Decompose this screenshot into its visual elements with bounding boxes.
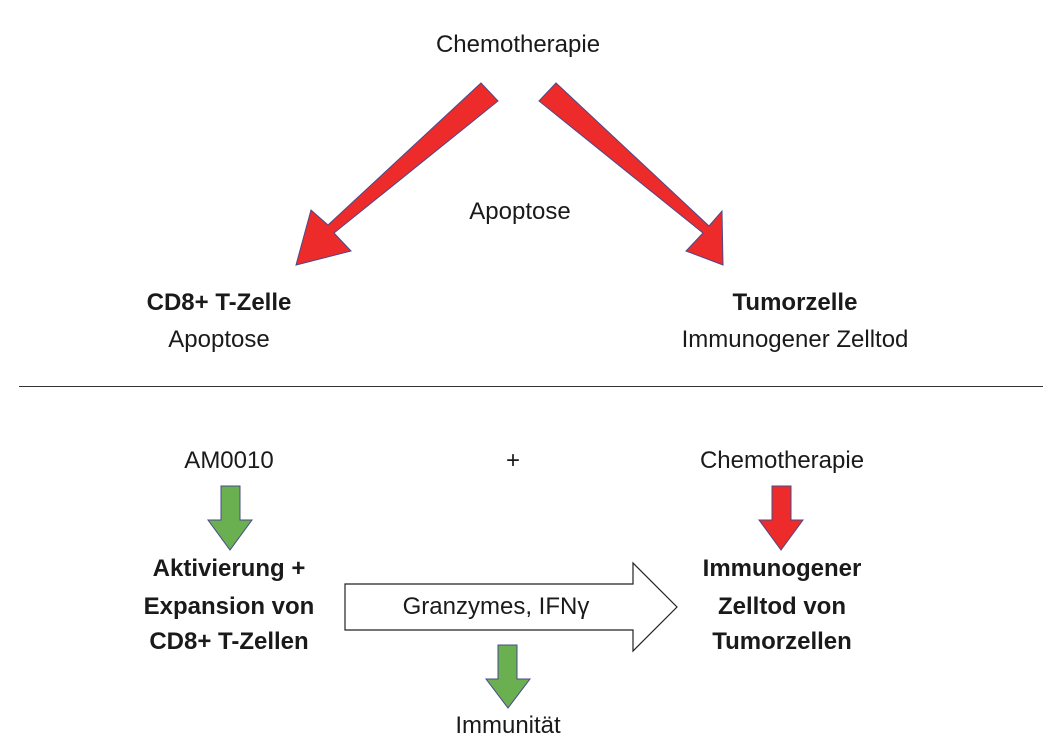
- tumorzelle-sub: Immunogener Zelltod: [681, 326, 909, 353]
- section-divider: [19, 386, 1043, 387]
- red-arrow-left: [295, 82, 499, 266]
- red-arrow-chemo: [758, 485, 804, 551]
- plus-label: +: [505, 447, 521, 474]
- green-arrow-am0010: [207, 485, 253, 551]
- white-block-arrow: [344, 561, 678, 653]
- cd8-tcell-title: CD8+ T-Zelle: [146, 289, 292, 316]
- cd8-tcell-sub: Apoptose: [168, 326, 270, 353]
- granzymes-ifng-label: Granzymes, IFNγ: [402, 593, 590, 620]
- left-block-line-1: Aktivierung +: [152, 555, 306, 582]
- green-arrow-immunity: [484, 644, 532, 709]
- immunitaet-label: Immunität: [455, 712, 561, 739]
- top-chemo-label: Chemotherapie: [435, 31, 601, 58]
- left-block-line-3: CD8+ T-Zellen: [149, 628, 309, 655]
- right-block-line-2: Zelltod von: [718, 593, 846, 620]
- right-block-line-1: Immunogener: [702, 555, 862, 582]
- red-arrow-right: [538, 82, 724, 266]
- tumorzelle-title: Tumorzelle: [732, 289, 858, 316]
- right-block-line-3: Tumorzellen: [712, 628, 852, 655]
- bottom-chemo-label: Chemotherapie: [699, 447, 865, 474]
- top-apoptose-label: Apoptose: [469, 198, 571, 225]
- am0010-label: AM0010: [184, 447, 274, 474]
- left-block-line-2: Expansion von: [143, 593, 315, 620]
